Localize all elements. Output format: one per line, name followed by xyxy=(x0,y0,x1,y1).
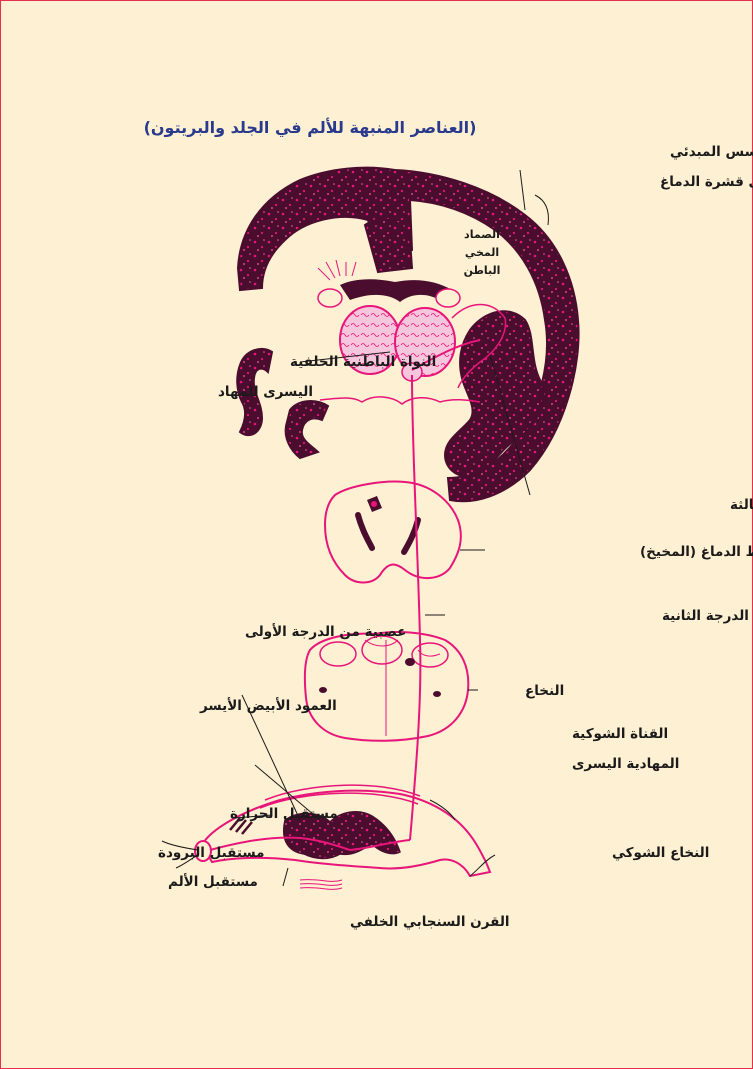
label-medulla: النخاع xyxy=(525,683,564,699)
small-oval-left xyxy=(318,289,342,307)
label-internal-capsule-2: المخي xyxy=(465,246,499,259)
label-third-order-neuron: عصبية من الدرجة الثالثة xyxy=(730,497,753,513)
label-second-order-neuron: عصبية من الدرجة الثانية xyxy=(662,608,753,624)
label-thalamic-nucleus-1: النواة الباطنية الخلفية xyxy=(290,354,436,370)
label-left-white-column: العمود الأبيض الأيسر xyxy=(199,697,337,714)
label-somatosensory-2: في قشرة الدماغ xyxy=(660,174,753,190)
brain-section xyxy=(237,168,578,502)
diagram-title: (العناصر المنبهة للألم في الجلد والبريتو… xyxy=(144,118,477,138)
hypothalamus-outline xyxy=(320,397,480,404)
label-first-order-neuron: عصبية من الدرجة الأولى xyxy=(245,623,406,640)
label-cold-receptor: مستقبل البرودة xyxy=(158,845,264,861)
temporal-lobe-left-2 xyxy=(286,401,328,458)
lateral-ventricles xyxy=(340,279,452,302)
small-oval-right xyxy=(436,289,460,307)
label-spinothalamic-2: المهادية اليسرى xyxy=(572,756,679,772)
radiating-fibers xyxy=(318,260,356,280)
label-spinal-cord: النخاع الشوكي xyxy=(612,845,709,861)
corpus-callosum-region xyxy=(365,220,412,272)
label-spinothalamic-1: القناة الشوكية xyxy=(572,726,668,742)
label-midbrain: وسط الدماغ (المخيخ) xyxy=(640,544,753,560)
label-thalamic-nucleus-2: اليسرى للمهاد xyxy=(218,384,313,400)
label-somatosensory-1: منطقة التحسس المبدئي xyxy=(670,144,753,160)
label-heat-receptor: مستقبل الحرارة xyxy=(230,806,338,822)
midbrain-section xyxy=(325,482,461,583)
label-internal-capsule-3: الباطن xyxy=(464,264,501,277)
medulla-section xyxy=(305,632,468,741)
label-internal-capsule-1: الصماد xyxy=(464,228,500,241)
label-dorsal-horn: القرن السنجابي الخلفي xyxy=(350,914,510,930)
label-pain-receptor: مستقبل الألم xyxy=(168,873,258,890)
